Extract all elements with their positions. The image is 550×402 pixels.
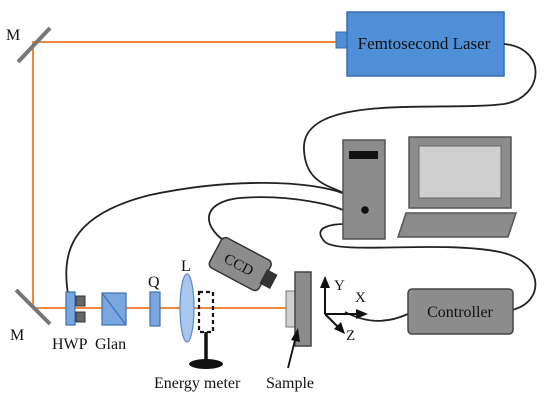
tower-drive [349, 151, 378, 159]
hwp-element-left [65, 291, 76, 326]
glan-label: Glan [95, 336, 126, 353]
mirror-top-label: M [6, 27, 20, 44]
cable-stage-controller [344, 311, 409, 322]
laser-output-port [335, 31, 349, 49]
hwp-mount-upper [75, 295, 86, 307]
hwp-mount-lower [75, 311, 86, 323]
cable-ccd-computer [208, 196, 347, 247]
mirror-bottom-label: M [10, 327, 24, 344]
cable-laser-computer [303, 43, 537, 201]
xyz-axes [320, 276, 368, 334]
laser-label: Femtosecond Laser [358, 34, 491, 53]
energy-meter-label: Energy meter [154, 375, 241, 392]
controller-box [407, 288, 514, 335]
controller-label: Controller [427, 304, 493, 321]
sample-arrow-head [291, 328, 300, 342]
tower-power-button [361, 206, 369, 214]
cable-hwp-computer [65, 182, 346, 301]
monitor-screen [418, 145, 502, 199]
sample-arrow [287, 335, 297, 369]
ccd-camera: CCD [208, 236, 278, 292]
cable-controller-computer [319, 223, 537, 311]
sample-label: Sample [266, 375, 314, 392]
mirror-top [16, 26, 52, 64]
lens-label: L [181, 258, 191, 275]
translation-stage [294, 271, 312, 347]
axis-z-label: Z [346, 328, 355, 344]
laser-beam-path [32, 41, 345, 309]
axis-x-label: X [355, 290, 366, 306]
mirror-bottom [14, 288, 52, 326]
keyboard [396, 212, 518, 238]
sample [285, 290, 296, 328]
axis-y-label: Y [334, 278, 345, 294]
energy-meter-base [189, 359, 223, 369]
q-plate [149, 291, 161, 327]
lens [179, 273, 195, 343]
hwp-label: HWP [52, 336, 88, 353]
glan-prism-diagonal [101, 292, 127, 326]
femtosecond-laser [346, 11, 505, 77]
q-label: Q [148, 274, 160, 291]
energy-meter-head [197, 290, 215, 334]
